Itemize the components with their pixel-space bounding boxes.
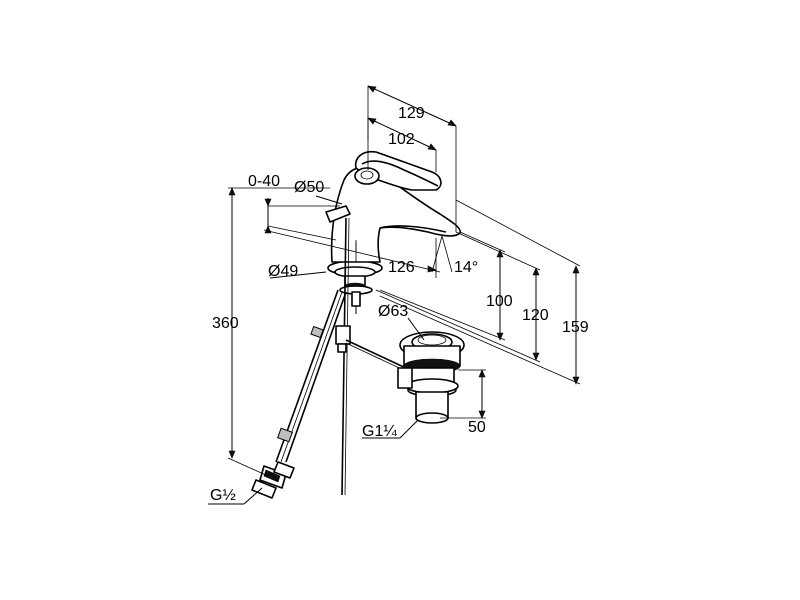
dim-50-label: 50 [468, 419, 486, 436]
dim-126-label: 126 [388, 259, 415, 276]
dimension-labels: 129 102 0-40 Ø50 Ø49 126 14° 100 120 159… [210, 105, 589, 504]
dim-dia63-label: Ø63 [378, 303, 408, 320]
thread-g1-2-label: G½ [210, 487, 236, 504]
dim-102-label: 102 [388, 131, 415, 148]
dim-120-label: 120 [522, 307, 549, 324]
dim-159-label: 159 [562, 319, 589, 336]
waste-pop-up [397, 331, 465, 424]
pop-up-rod [335, 217, 411, 496]
dim-dia49-label: Ø49 [268, 263, 298, 280]
dimension-lines [208, 85, 581, 505]
dim-129-label: 129 [398, 105, 425, 122]
thread-g1-1-4-label: G1¼ [362, 423, 397, 440]
dim-100-label: 100 [486, 293, 513, 310]
dim-360-label: 360 [212, 315, 239, 332]
dim-14deg-label: 14° [454, 259, 478, 276]
dim-0-40-label: 0-40 [248, 173, 280, 190]
supply-hoses [251, 289, 347, 499]
mixer-faucet [325, 150, 462, 314]
dim-dia50-label: Ø50 [294, 179, 324, 196]
